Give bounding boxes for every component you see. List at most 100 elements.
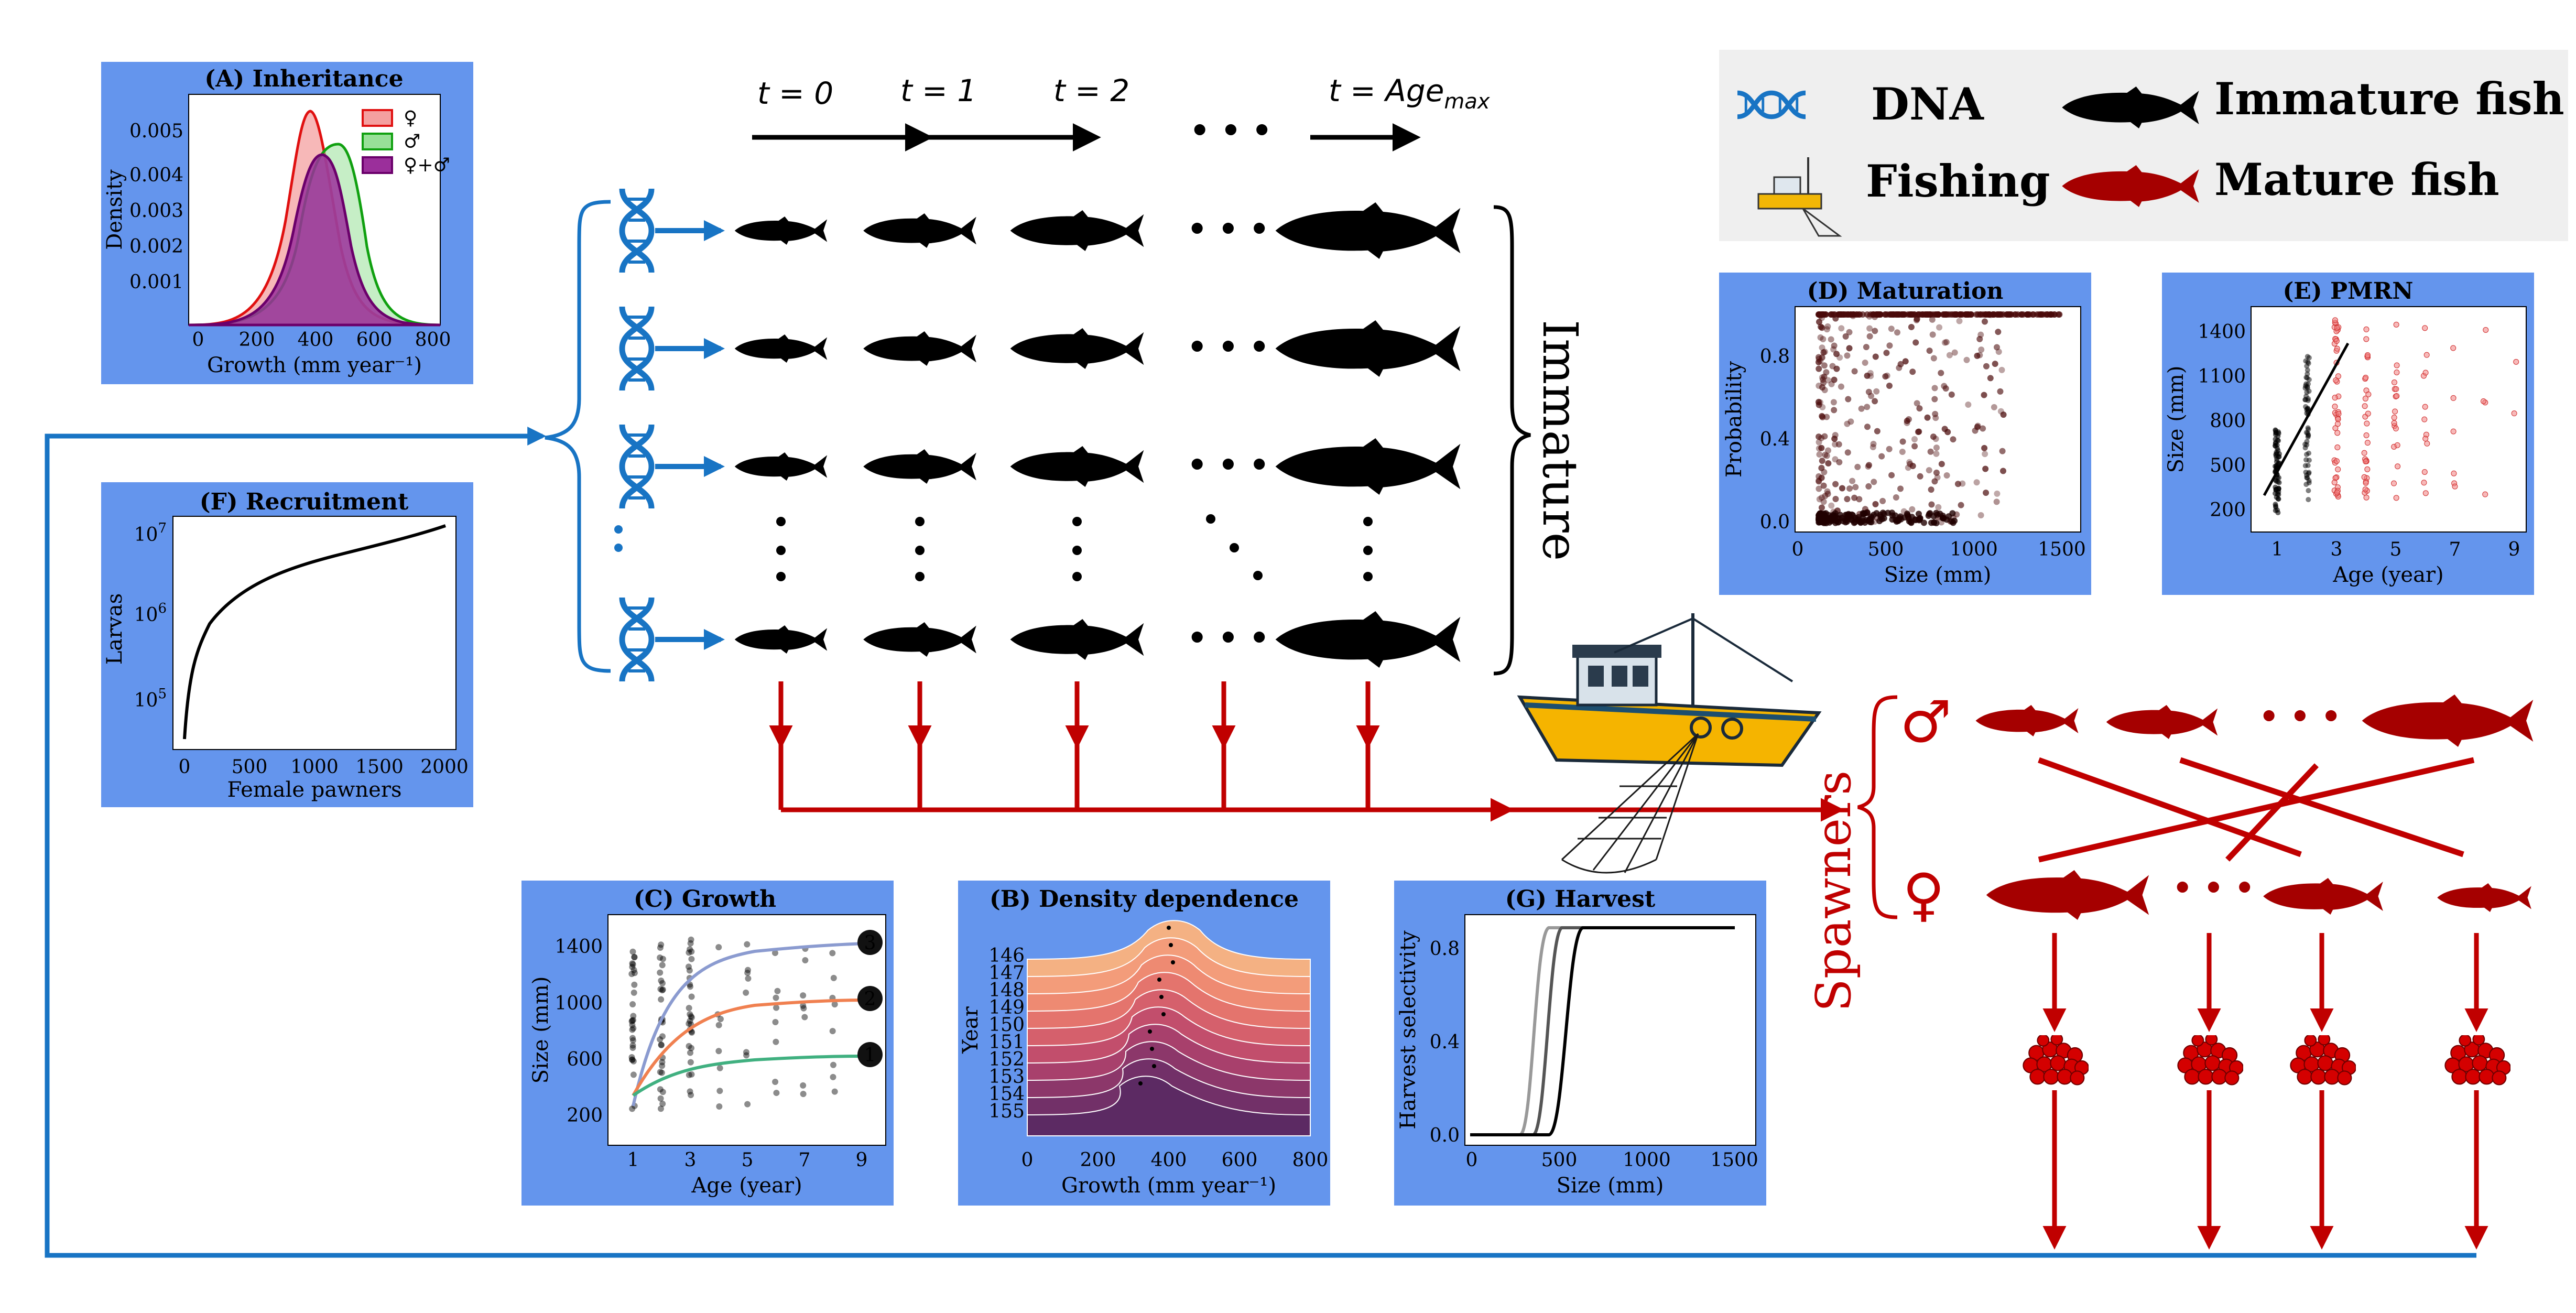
svg-text:153: 153: [988, 1066, 1025, 1088]
maturation-point: [1867, 393, 1874, 399]
pmrn-point: [2276, 438, 2281, 443]
maturation-point: [1821, 433, 1828, 440]
growth-point: [800, 1002, 807, 1009]
pmrn-point: [2393, 386, 2399, 392]
growth-point: [630, 1058, 637, 1065]
svg-text:0: 0: [1792, 539, 1804, 560]
pmrn-point: [2335, 416, 2341, 422]
continuation-dot: [1363, 517, 1373, 526]
svg-text:1400: 1400: [555, 936, 603, 958]
maturation-point: [1832, 315, 1839, 322]
pmrn-point: [2333, 458, 2340, 464]
svg-text:0.005: 0.005: [129, 121, 183, 142]
pmrn-point: [2395, 463, 2401, 470]
growth-point: [800, 992, 807, 999]
maturation-point: [1816, 451, 1823, 458]
y-axis-label: Size (mm): [529, 976, 553, 1084]
maturation-point: [1816, 496, 1823, 503]
maturation-point: [1926, 348, 1933, 354]
spawners-brace: [1857, 695, 1898, 919]
maturation-point: [1911, 436, 1918, 442]
female-symbol: ♀: [1903, 861, 1945, 928]
maturation-point: [1974, 424, 1981, 430]
growth-point: [688, 948, 695, 955]
maturation-point: [1865, 483, 1872, 490]
maturation-point: [1833, 365, 1840, 372]
growth-point: [657, 1036, 664, 1043]
maturation-point: [1864, 424, 1871, 430]
pmrn-point: [2394, 369, 2400, 375]
pmrn-point: [2480, 398, 2486, 404]
maturation-point: [1932, 436, 1939, 442]
x-axis-label: Age (year): [691, 1174, 802, 1198]
growth-point: [658, 1041, 665, 1048]
maturation-point: [1816, 473, 1822, 480]
immature-fish: [863, 213, 976, 248]
growth-point: [774, 988, 781, 994]
maturation-point: [1968, 311, 1975, 318]
y-tick-labels: 105 106 107: [134, 520, 167, 711]
growth-point: [772, 1018, 779, 1025]
maturation-point: [1876, 311, 1883, 318]
pmrn-point: [2450, 428, 2457, 435]
maturation-point: [1821, 469, 1828, 475]
maturation-point: [1823, 326, 1830, 333]
maturation-point: [1958, 502, 1964, 508]
x-tick-labels: 1 3 5 7 9: [627, 1149, 868, 1171]
maturation-point: [2056, 311, 2063, 318]
year-labels: 146 147 148 149 150 151 152 153 154 155: [988, 945, 1025, 1122]
maturation-point: [1863, 517, 1869, 524]
x-tick-labels: 0 500 1000 1500: [1466, 1149, 1758, 1171]
growth-point: [715, 944, 722, 951]
growth-point: [773, 994, 779, 1001]
maturation-point: [1936, 324, 1943, 331]
maturation-point: [1872, 328, 1878, 334]
maturation-point: [1930, 355, 1937, 362]
svg-text:♀+♂: ♀+♂: [404, 155, 450, 176]
maturation-point: [1816, 359, 1822, 365]
maturation-point: [2000, 411, 2007, 418]
maturation-point: [1831, 376, 1838, 383]
maturation-point: [1943, 472, 1950, 479]
maturation-point: [1965, 401, 1972, 408]
growth-point: [628, 1018, 635, 1025]
maturation-point: [1816, 399, 1822, 406]
maturation-point: [1833, 351, 1840, 357]
x-tick-labels: 0 200 400 600 800: [1021, 1149, 1329, 1171]
maturation-point: [1963, 356, 1970, 363]
continuation-dot: [1072, 572, 1082, 581]
growth-point: [831, 1088, 838, 1095]
maturation-point: [1899, 438, 1906, 445]
maturation-point: [1816, 433, 1822, 440]
maturation-point: [1897, 513, 1904, 520]
continuation-dot: [915, 546, 925, 555]
maturation-point: [1976, 352, 1983, 359]
immature-fish: [1275, 202, 1461, 259]
maturation-point: [1869, 444, 1876, 451]
legend-fishing-label: Fishing: [1866, 155, 2050, 207]
pmrn-point: [2304, 389, 2310, 395]
maturation-point: [1872, 313, 1878, 320]
pmrn-point: [2362, 486, 2368, 493]
growth-point: [629, 1037, 636, 1044]
y-tick-labels: 200 600 1000 1400: [555, 936, 603, 1126]
maturation-point: [1832, 496, 1839, 503]
growth-point: [773, 1004, 780, 1011]
maturation-point: [1832, 513, 1839, 519]
pmrn-point: [2424, 440, 2430, 447]
maturation-point: [1874, 428, 1881, 435]
time-label-t1: t = 1: [900, 73, 976, 108]
maturation-point: [1819, 458, 1825, 464]
pmrn-point: [2306, 361, 2311, 366]
growth-point: [629, 1022, 636, 1028]
pmrn-point: [2304, 439, 2310, 444]
continuation-dot: [614, 544, 623, 552]
maturation-point: [1995, 311, 2002, 318]
pmrn-point: [2394, 362, 2400, 368]
maturation-point: [1882, 373, 1889, 380]
growth-point: [629, 1056, 636, 1063]
growth-point: [628, 1056, 635, 1063]
growth-point: [800, 1082, 807, 1089]
dna-icon: [622, 307, 651, 390]
maturation-point: [1844, 496, 1851, 503]
